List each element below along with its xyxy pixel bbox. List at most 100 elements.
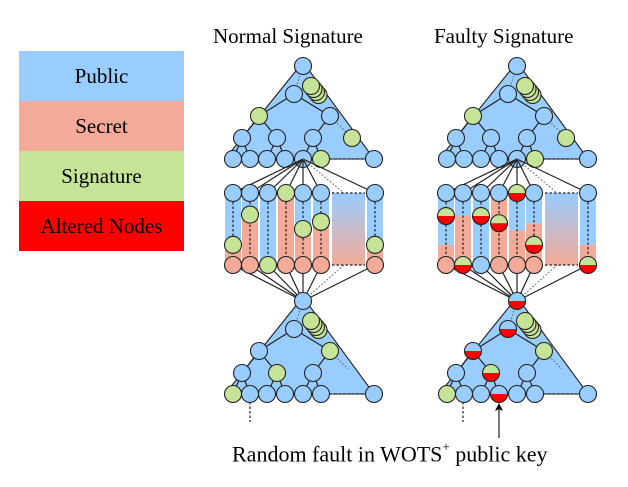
node-altered-half — [525, 244, 543, 254]
wots-chain-bottom-node — [276, 255, 296, 275]
tree-leaf-node — [454, 149, 474, 169]
tree-level2-node — [463, 106, 483, 126]
tree-level3-node — [232, 128, 252, 148]
wots-chain-top-node — [276, 183, 296, 203]
fault-arrow-head-icon — [495, 403, 503, 411]
tree-leaf-node — [293, 384, 313, 404]
wots-chain-top-node — [365, 183, 385, 203]
node-outline — [463, 341, 483, 361]
tree-leaf-node — [471, 384, 491, 404]
tree-root-node-altered — [507, 291, 527, 311]
tree-leaf-node — [364, 149, 384, 169]
tree-level2-node — [320, 106, 340, 126]
wots-chain-bottom-node — [507, 255, 527, 275]
wots-chain-bottom-node — [524, 255, 544, 275]
wots-signature-node — [240, 205, 260, 224]
wots-signature-node-altered — [471, 206, 491, 226]
node-altered-half — [508, 301, 526, 310]
wots-connection — [249, 264, 304, 302]
node-top-half — [464, 342, 482, 351]
node-top-half — [579, 256, 597, 265]
node-altered-half — [579, 265, 597, 274]
node-outline — [471, 206, 491, 226]
node-outline — [524, 235, 544, 254]
tree-leaf-node — [364, 384, 384, 404]
wots-chain-top-node — [223, 183, 243, 203]
wots-chain-top-node — [258, 183, 278, 203]
tree-leaf-node — [437, 149, 457, 169]
tree-leaf-node — [223, 149, 243, 169]
node-top-half — [508, 292, 526, 301]
wots-chain-bottom-node — [365, 255, 385, 275]
tree-level1-node-altered — [498, 319, 518, 339]
wots-signature-node — [223, 235, 243, 254]
tree-level3-node — [267, 363, 287, 383]
tree-level1-node — [498, 84, 518, 104]
tree-level2-node — [534, 106, 554, 126]
tree-level3-node — [517, 363, 537, 383]
wots-signature-node-altered — [436, 206, 456, 226]
node-altered-half — [464, 351, 482, 360]
legend-item-altered-nodes: Altered Nodes — [19, 201, 184, 251]
node-top-half — [437, 207, 455, 217]
tree-level3-node — [481, 128, 501, 148]
node-top-half — [508, 184, 526, 193]
tree-leaf-node — [240, 384, 260, 404]
caption-prefix: Random fault in WOTS — [232, 441, 443, 467]
wots-chain-top-node — [293, 183, 313, 203]
legend-label: Secret — [75, 113, 128, 138]
tree-level2-node — [249, 341, 269, 361]
tree-leaf-node — [471, 149, 491, 169]
wots-chain-top-node — [453, 183, 473, 203]
node-top-half — [482, 364, 500, 373]
legend-label: Altered Nodes — [40, 213, 163, 238]
tree-level1-node — [284, 84, 304, 104]
node-outline — [436, 206, 456, 226]
node-altered-half — [490, 394, 508, 403]
wots-chain-bottom-node-altered — [453, 255, 473, 275]
legend-item-public: Public — [19, 51, 184, 101]
auth-path-stack-node — [515, 76, 535, 96]
wots-connection — [516, 264, 589, 302]
tree-leaf-node — [578, 149, 598, 169]
node-outline — [489, 384, 509, 404]
tree-leaf-node-altered — [489, 384, 509, 404]
wots-signature-node — [365, 235, 385, 254]
wots-chain-top-node — [311, 183, 331, 203]
wots-chain-bottom-node — [489, 255, 509, 275]
auth-path-stack-node — [301, 76, 321, 96]
node-outline — [578, 255, 598, 275]
wots-signature-node — [311, 212, 331, 231]
caption-suffix: public key — [449, 441, 548, 467]
node-altered-half — [490, 223, 508, 232]
node-outline — [481, 363, 501, 383]
tree-leaf-node — [275, 384, 295, 404]
legend-label: Signature — [61, 163, 142, 188]
node-top-half — [525, 236, 543, 245]
node-top-half — [490, 385, 508, 394]
node-altered-half — [454, 265, 472, 274]
wots-chain-gradient-box — [332, 193, 365, 265]
node-outline — [453, 255, 473, 275]
wots-connection — [249, 158, 304, 194]
wots-chain-top-node — [578, 183, 598, 203]
node-altered-half — [508, 193, 526, 202]
node-altered-half — [437, 216, 455, 225]
wots-chain-bottom-node-altered — [578, 255, 598, 275]
node-altered-half — [499, 329, 517, 338]
node-top-half — [490, 214, 508, 224]
wots-chain-secret-segment — [242, 216, 258, 265]
fault-caption: Random fault in WOTS+ public key — [232, 439, 548, 467]
tree-level3-node — [446, 363, 466, 383]
wots-chain-top-node — [240, 183, 260, 203]
tree-leaf-node — [507, 384, 527, 404]
wots-chain-bottom-node — [311, 255, 331, 275]
node-top-half — [454, 256, 472, 265]
tree-root-node — [293, 56, 313, 76]
wots-chain-top-node — [489, 183, 509, 203]
tree-level3-node — [446, 128, 466, 148]
wots-chain-top-node-altered — [507, 183, 527, 203]
tree-leaf-node — [311, 384, 331, 404]
tree-level2-node-altered — [463, 341, 483, 361]
